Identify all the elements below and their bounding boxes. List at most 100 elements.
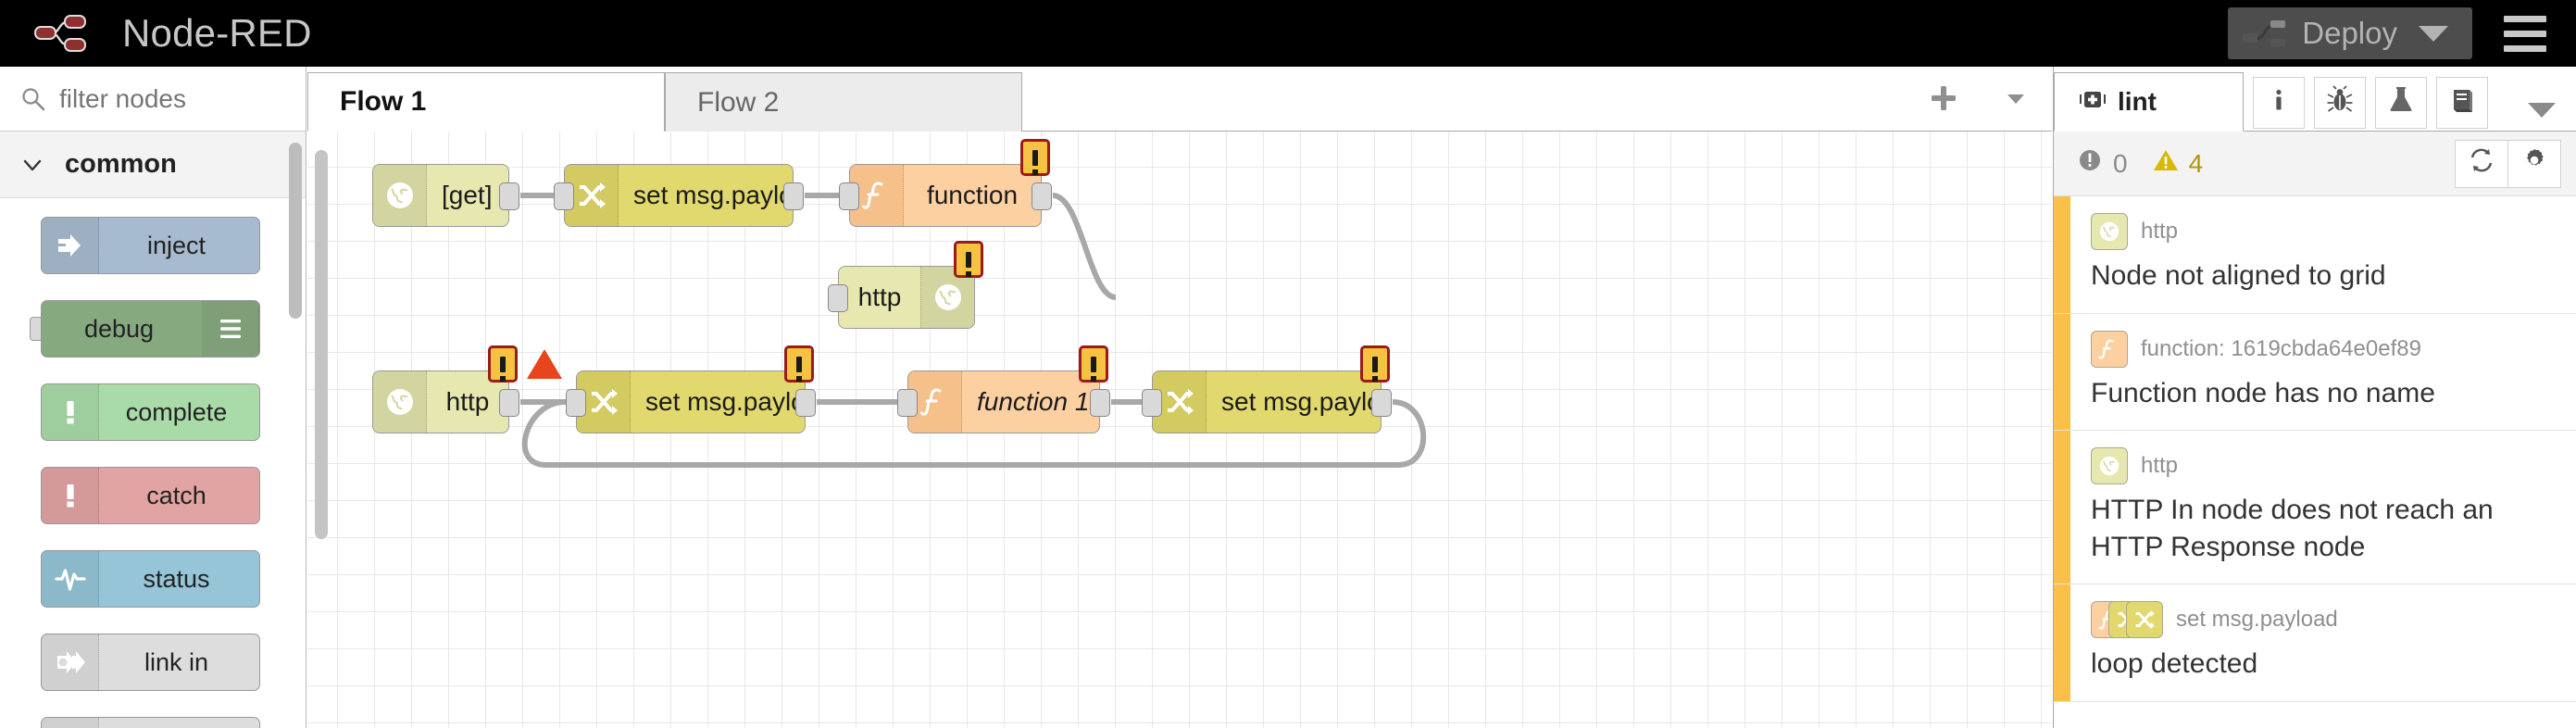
flow-node-n4[interactable]: http [828, 241, 983, 329]
change-icon [577, 371, 631, 433]
error-circle-icon [2076, 146, 2104, 181]
hamburger-menu-icon[interactable] [2496, 8, 2554, 59]
refresh-icon [2468, 146, 2495, 181]
chevron-down-icon [2000, 82, 2032, 120]
function-icon [2091, 330, 2128, 368]
info-icon-button[interactable] [2253, 77, 2305, 129]
node-output-port[interactable] [795, 389, 816, 417]
flow-node-label: function 1 [977, 387, 1090, 416]
palette-node-catch[interactable]: catch [0, 467, 306, 541]
exclamation-icon [42, 468, 99, 523]
plus-icon [1928, 82, 1959, 120]
debug-icon-button[interactable] [2314, 77, 2366, 129]
change-icon [565, 165, 619, 226]
canvas-vertical-scrollbar[interactable] [315, 150, 328, 539]
sidebar-expand-chevron-down-icon[interactable] [2528, 103, 2556, 118]
lint-item-header: http [2091, 213, 2557, 250]
node-warning-badge-icon[interactable] [1020, 139, 1050, 176]
search-input[interactable] [59, 83, 281, 114]
lint-item-message: Node not aligned to grid [2091, 260, 2386, 291]
node-warning-badge-icon[interactable] [784, 345, 814, 383]
deploy-label: Deploy [2302, 16, 2397, 50]
flask-icon-button[interactable] [2375, 77, 2427, 129]
error-count-value: 0 [2113, 148, 2128, 178]
flow-node-n3[interactable]: function [839, 139, 1052, 227]
flow-node-n6[interactable]: set msg.payload [566, 345, 816, 433]
node-warning-badge-icon[interactable] [954, 241, 983, 278]
node-warning-badge-icon[interactable] [1360, 345, 1390, 383]
node-output-port[interactable] [1371, 389, 1392, 417]
node-input-port[interactable] [566, 389, 586, 417]
node-input-port[interactable] [1142, 389, 1162, 417]
add-flow-button[interactable] [1907, 71, 1980, 131]
tab-lint[interactable]: lint [2054, 72, 2244, 132]
flow-list-menu-button[interactable] [1980, 71, 2052, 131]
bug-icon [2325, 84, 2355, 121]
flow-node-n1[interactable]: [get] /data [372, 164, 519, 227]
refresh-button[interactable] [2455, 139, 2508, 188]
node-input-port[interactable] [897, 389, 918, 417]
node-input-port[interactable] [839, 182, 859, 210]
chevron-down-icon[interactable] [2419, 25, 2448, 42]
flow-node-n2[interactable]: set msg.payload [554, 164, 804, 227]
palette-node-status[interactable]: status [0, 550, 306, 624]
link-call-icon [42, 718, 99, 728]
palette-node-list: inject debug complete catch status link in lin… [0, 198, 306, 728]
change-icon [2126, 601, 2163, 639]
lint-item-node-type: function: 1619cbda64e0ef89 [2141, 335, 2421, 361]
palette-category-label: common [65, 149, 177, 179]
lint-settings-button[interactable] [2507, 139, 2561, 188]
help-icon-button[interactable] [2436, 77, 2488, 129]
palette-node-complete[interactable]: complete [0, 383, 306, 458]
node-input-port[interactable] [554, 182, 574, 210]
inject-arrow-icon [42, 218, 99, 273]
tab-flow-1-label: Flow 1 [340, 86, 427, 117]
status-pulse-icon [42, 551, 99, 607]
node-warning-badge-icon[interactable] [1079, 345, 1108, 383]
node-output-port[interactable] [499, 182, 519, 210]
palette-node-link-in[interactable]: link in [0, 634, 306, 708]
palette-node-label: status [143, 564, 210, 593]
node-output-port[interactable] [1032, 182, 1052, 210]
palette-category-common[interactable]: common [0, 132, 306, 198]
node-output-port[interactable] [1090, 389, 1110, 417]
tab-flow-2-label: Flow 2 [697, 86, 780, 118]
node-error-triangle-icon[interactable] [527, 349, 562, 379]
flow-node-label: [get] /data [442, 181, 508, 209]
lint-item-icon-stack [2091, 601, 2163, 639]
node-warning-badge-icon[interactable] [488, 345, 518, 383]
tab-flow-2[interactable]: Flow 2 [665, 72, 1022, 132]
deploy-button[interactable]: Deploy [2228, 7, 2472, 59]
palette-node-inject[interactable]: inject [0, 217, 306, 291]
flow-node-n5[interactable]: http [372, 345, 562, 433]
globe-icon [373, 371, 427, 433]
flow-node-n8[interactable]: set msg.payload [1142, 345, 1392, 433]
flow-canvas[interactable]: [get] /data set msg.payload function http ht… [307, 132, 2052, 728]
warning-count-value: 4 [2188, 148, 2204, 178]
menu-bar-3 [2504, 44, 2546, 52]
palette-node-label: debug [83, 314, 155, 343]
node-output-port[interactable] [499, 389, 519, 417]
tab-flow-1[interactable]: Flow 1 [307, 72, 665, 132]
node-output-port[interactable] [783, 182, 804, 210]
flow-node-label: set msg.payload [645, 387, 805, 416]
palette-node-link-call[interactable]: link call [0, 717, 306, 728]
sidebar-icon-buttons [2253, 77, 2488, 131]
lint-item-message: Function node has no name [2091, 377, 2435, 408]
gear-icon [2520, 146, 2548, 181]
palette-node-label: complete [125, 397, 228, 426]
right-sidebar: lint [2053, 67, 2576, 728]
brand: Node-RED [0, 11, 312, 56]
palette-scrollbar[interactable] [289, 143, 302, 319]
error-count: 0 [2076, 146, 2128, 181]
app-header: Node-RED Deploy [0, 0, 2576, 67]
node-input-port[interactable] [828, 284, 848, 312]
flow-node-n7[interactable]: function 1 [897, 345, 1110, 433]
exclamation-icon [42, 384, 99, 440]
palette-node-debug[interactable]: debug [0, 300, 306, 374]
